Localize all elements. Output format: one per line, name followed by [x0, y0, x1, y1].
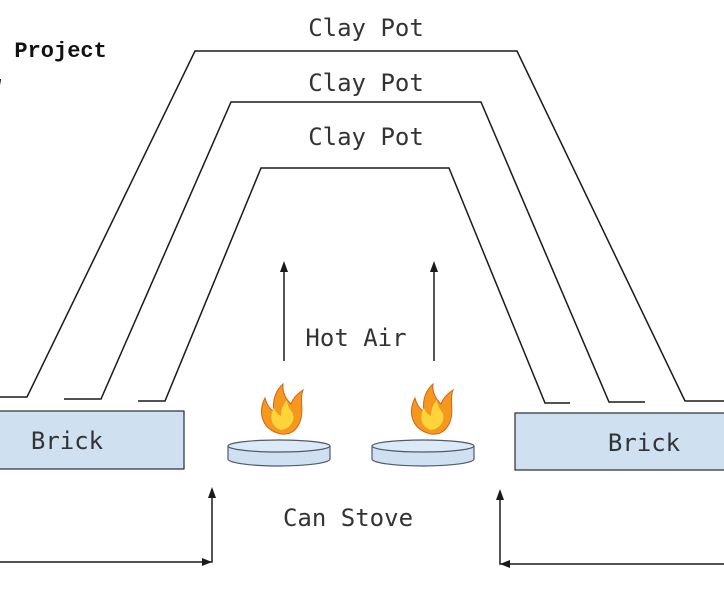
can-stove-right — [371, 439, 475, 467]
hot-air-arrow-left — [280, 261, 288, 361]
hot-air-arrow-right — [430, 261, 438, 361]
title-line-1: t Project — [0, 39, 107, 64]
hot-air-label: Hot Air — [305, 324, 406, 352]
clay-pot-label-outer: Clay Pot — [308, 14, 424, 42]
clay-pot-outer: Clay Pot — [0, 14, 724, 402]
flame-icon — [261, 382, 305, 435]
brick-label-right: Brick — [608, 429, 681, 457]
flame-icon — [411, 382, 455, 435]
brick-label-left: Brick — [31, 427, 104, 455]
brick-right: Brick — [514, 412, 724, 471]
brick-left: Brick — [0, 410, 185, 470]
clay-pot-inner: Clay Pot — [138, 123, 570, 404]
air-intake-arrow-left — [0, 487, 216, 566]
can-stove-left — [227, 439, 331, 467]
title-line-2: w — [0, 73, 2, 98]
clay-pot-label-inner: Clay Pot — [308, 123, 424, 151]
air-intake-arrow-right — [496, 489, 724, 568]
clay-pot-middle: Clay Pot — [64, 69, 645, 403]
clay-pot-label-middle: Clay Pot — [308, 69, 424, 97]
can-stove-label: Can Stove — [283, 504, 413, 532]
